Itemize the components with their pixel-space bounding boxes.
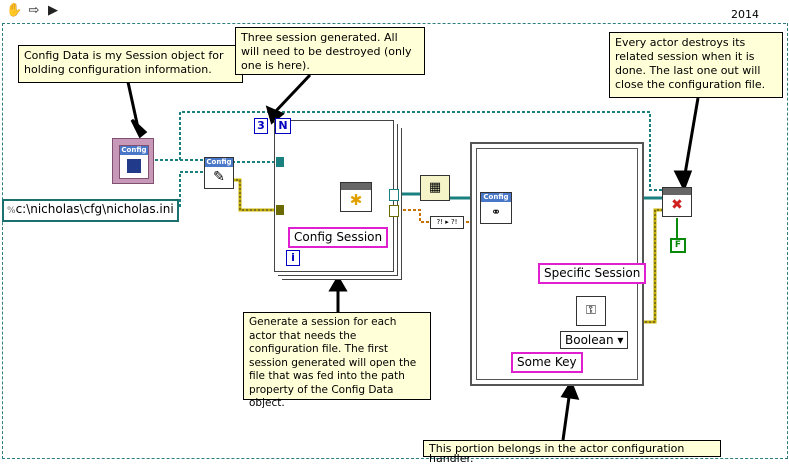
note-actor-handler: This portion belongs in the actor config… <box>423 440 721 464</box>
some-key-label: Some Key <box>511 352 583 373</box>
grid-icon: ▦ <box>428 180 442 195</box>
note-every-actor: Every actor destroys its related session… <box>609 32 783 98</box>
key-icon: ⚿ <box>586 303 596 318</box>
config-session-label: Config Session <box>288 227 389 248</box>
arrow-icon[interactable]: ⇨ <box>28 3 40 18</box>
wire-config-to-destroy <box>155 111 662 191</box>
path-control[interactable]: %c:\nicholas\cfg\nicholas.ini <box>2 199 179 222</box>
loop-tunnel-in <box>276 157 284 167</box>
version-label: 2014 <box>731 8 759 21</box>
run-icon[interactable]: ▶ <box>48 3 58 18</box>
loop-i-terminal: i <box>286 250 300 266</box>
specific-session-label: Specific Session <box>538 263 647 284</box>
star-icon: ✱ <box>349 191 363 209</box>
config-tag-3: Config <box>481 193 511 202</box>
close-icon: ✖ <box>671 197 683 213</box>
path-prefix: % <box>7 206 16 216</box>
false-constant[interactable]: F <box>670 238 686 253</box>
index-array-node[interactable]: ▦ <box>420 175 450 201</box>
config-tag-2: Config <box>205 158 233 167</box>
loop-tunnel-err <box>276 205 284 215</box>
hand-icon[interactable]: ✋ <box>6 3 23 18</box>
path-value: c:\nicholas\cfg\nicholas.ini <box>15 202 174 216</box>
loop-tunnel-out <box>389 189 399 201</box>
toolbar: ✋ ⇨ ▶ 2014 <box>0 0 789 22</box>
read-key-node[interactable]: ⚿ <box>576 296 606 326</box>
note-three-sessions: Three session generated. All will need t… <box>235 27 425 75</box>
destroy-session-node[interactable]: ✖ <box>662 187 692 217</box>
boolean-ring[interactable]: Boolean ▾ <box>560 331 629 349</box>
note-config-data: Config Data is my Session object for hol… <box>18 45 243 83</box>
diagram-top-border <box>2 23 786 24</box>
pencil-icon: ✎ <box>213 169 225 185</box>
config-session-node[interactable]: Config ⚭ <box>480 192 512 224</box>
cube-icon <box>127 159 141 173</box>
chevron-down-icon: ▾ <box>617 333 624 347</box>
config-tag: Config <box>120 146 148 155</box>
loop-n-terminal: N <box>275 118 291 134</box>
loop-tunnel-err-out <box>389 205 399 217</box>
note-generate-session: Generate a session for each actor that n… <box>243 312 431 409</box>
config-data-constant[interactable]: Config <box>112 138 154 184</box>
path-property-node[interactable]: Config ✎ <box>204 157 234 189</box>
convert-node[interactable]: ?! ▸ ?! <box>430 216 464 229</box>
link-icon: ⚭ <box>490 205 502 219</box>
create-session-node[interactable]: ✱ <box>340 182 372 212</box>
diagram-frame <box>2 23 788 459</box>
loop-count-constant[interactable]: 3 <box>254 118 268 134</box>
